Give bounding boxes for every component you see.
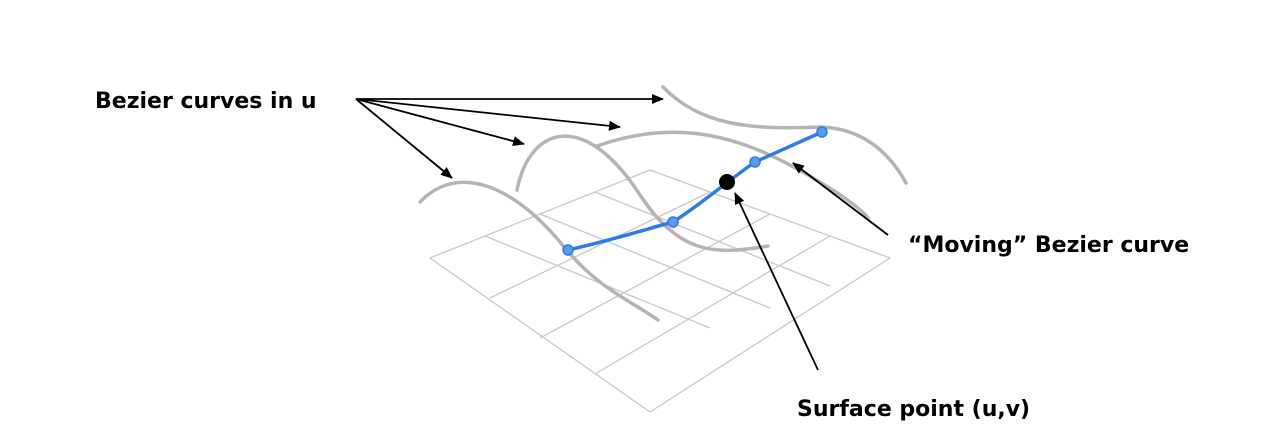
annotation-arrows — [355, 94, 889, 371]
u-curve-2 — [515, 134, 770, 253]
arrow-to-u-curve-3 — [355, 98, 621, 131]
arrow-to-u-curve-2 — [355, 98, 525, 146]
label-bezier-curves-in-u: Bezier curves in u — [95, 89, 317, 114]
grid-line-u-2 — [539, 213, 771, 309]
arrow-to-moving-curve — [792, 162, 889, 236]
label-moving-bezier-curve: “Moving” Bezier curve — [908, 233, 1189, 258]
grid-line-v-2 — [539, 213, 771, 339]
grid-line-u-3 — [594, 191, 831, 287]
grid-line-v-1 — [489, 191, 711, 299]
u-curve-4 — [661, 85, 908, 185]
grid-line-v-3 — [594, 235, 831, 375]
parameter-grid — [428, 169, 892, 413]
u-curves — [418, 85, 908, 322]
surface-point-marker[interactable] — [719, 174, 735, 190]
arrow-to-surface-point — [734, 192, 819, 371]
control-point-4[interactable] — [816, 126, 828, 138]
label-surface-point: Surface point (u,v) — [797, 397, 1030, 422]
control-point-3[interactable] — [749, 156, 761, 168]
grid-outline — [428, 169, 892, 413]
control-point-2[interactable] — [667, 216, 679, 228]
arrow-to-u-curve-1 — [355, 98, 453, 179]
u-curve-1 — [418, 180, 660, 322]
control-point-1[interactable] — [562, 244, 574, 256]
moving-bezier-curve — [562, 126, 828, 256]
